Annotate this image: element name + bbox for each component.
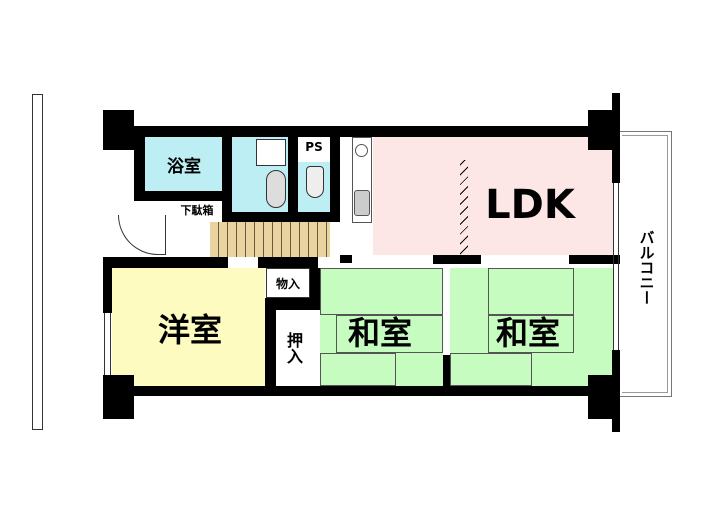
shoe-cabinet-label: 下駄箱 <box>180 203 214 217</box>
ps-label: PS <box>305 140 323 154</box>
wall <box>103 126 618 137</box>
closet-label: 物入 <box>275 276 300 291</box>
wall <box>103 375 134 419</box>
closet <box>266 268 310 298</box>
tatami-mat <box>488 315 574 353</box>
wall <box>330 137 340 222</box>
japanese-room-1-label: 和室 <box>347 314 412 352</box>
entrance-door-swing <box>118 215 166 255</box>
stove-icon <box>355 144 368 157</box>
tatami-mat <box>320 353 396 386</box>
shoe-cabinet <box>172 201 222 218</box>
ps-shaft <box>298 137 330 159</box>
balcony <box>620 131 672 397</box>
oshiire <box>276 310 310 386</box>
corridor-rail <box>32 94 43 430</box>
wall <box>103 268 112 313</box>
wall <box>134 191 232 201</box>
shower-tray <box>256 139 286 166</box>
wall <box>433 255 481 264</box>
accordion-partition <box>460 160 468 255</box>
western-room-label: 洋室 <box>157 311 222 349</box>
wall <box>103 257 228 268</box>
wall <box>103 386 620 396</box>
wall <box>232 212 340 222</box>
wall <box>443 355 450 388</box>
tatami-mat <box>488 268 574 315</box>
window <box>104 313 111 375</box>
bathroom <box>145 137 223 191</box>
washbasin <box>266 170 286 208</box>
wall <box>612 350 620 432</box>
wall <box>569 255 620 264</box>
wall <box>134 137 145 200</box>
wall <box>288 137 298 222</box>
ldk-room <box>373 137 613 255</box>
balcony-label: バルコニー <box>637 229 656 305</box>
tatami-mat <box>450 353 532 386</box>
bathroom-label: 浴室 <box>167 156 201 177</box>
wall <box>310 268 320 310</box>
tatami-mat <box>336 315 443 353</box>
japanese-room-1 <box>320 268 443 386</box>
window <box>613 183 619 350</box>
sink-icon <box>354 190 370 216</box>
wall <box>103 110 134 150</box>
wall <box>222 137 232 222</box>
wall <box>258 257 318 268</box>
ldk-label: LDK <box>485 182 575 228</box>
wall <box>612 93 620 183</box>
japanese-room-2-label: 和室 <box>495 314 560 352</box>
western-room <box>112 268 265 386</box>
oshiire-label: 押入 <box>284 332 303 364</box>
toilet <box>306 166 324 198</box>
tatami-mat <box>320 268 443 315</box>
wall <box>340 255 352 263</box>
balcony-inner <box>622 135 668 393</box>
wall <box>265 298 320 310</box>
wall <box>265 298 276 388</box>
entrance-hall <box>210 222 330 257</box>
